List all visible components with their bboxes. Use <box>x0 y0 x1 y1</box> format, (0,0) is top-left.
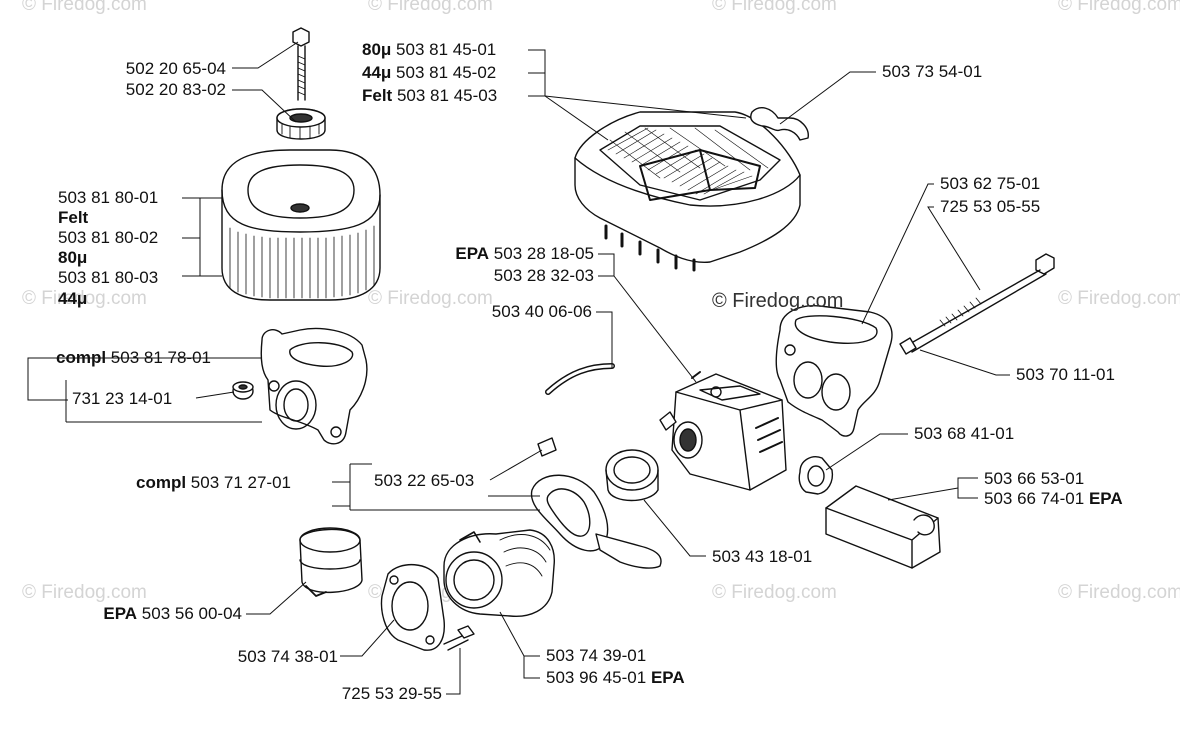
watermark: © Firedog.com <box>368 0 493 15</box>
choke-part <box>798 456 834 495</box>
flange-gasket-part <box>380 563 445 651</box>
long-bolt-part <box>899 253 1055 355</box>
part-label: 503 70 11-01 <box>1016 365 1115 384</box>
band-clamp-part <box>299 527 363 597</box>
part-label: 503 96 45-01 EPA <box>546 668 685 687</box>
part-label: 503 68 41-01 <box>914 424 1015 443</box>
rubber-ring-part <box>605 449 659 502</box>
part-label: 503 66 74-01 EPA <box>984 489 1123 508</box>
part-label: 80μ 503 81 45-01 <box>362 40 497 59</box>
watermark: © Firedog.com <box>22 582 147 603</box>
carburetor-elbow-part <box>260 327 368 445</box>
intake-boot-part <box>443 529 555 617</box>
part-label: 503 28 32-03 <box>493 266 594 285</box>
watermark: © Firedog.com <box>368 288 493 309</box>
air-filter-part <box>221 149 381 301</box>
part-label: 503 22 65-03 <box>374 471 475 490</box>
filter-cover-part <box>574 111 801 272</box>
watermark: © Firedog.com <box>1058 582 1180 603</box>
part-label: EPA 503 56 00-04 <box>103 604 242 623</box>
part-label: 503 43 18-01 <box>712 547 813 566</box>
small-screw-part <box>443 625 475 651</box>
part-label: 503 74 39-01 <box>546 646 647 665</box>
watermark: © Firedog.com <box>22 288 147 309</box>
part-label: 502 20 65-04 <box>125 59 226 78</box>
fuel-hose-part <box>545 363 615 395</box>
part-label: 725 53 29-55 <box>341 684 442 703</box>
part-label: 502 20 83-02 <box>125 80 226 99</box>
support-bracket-part <box>530 474 662 569</box>
part-label: 503 40 06-06 <box>491 302 592 321</box>
copyright-notice: © Firedog.com <box>712 290 844 312</box>
part-label: 503 81 80-02 <box>58 228 159 247</box>
part-label: compl 503 71 27-01 <box>136 473 291 492</box>
clip-part <box>537 437 557 457</box>
part-label: 503 66 53-01 <box>984 469 1085 488</box>
leader-lines <box>27 41 1010 695</box>
watermark: © Firedog.com <box>712 0 837 15</box>
throttle-part <box>825 485 941 569</box>
filter-nut-part <box>276 108 326 140</box>
part-label: 731 23 14-01 <box>72 389 173 408</box>
part-label: EPA 503 28 18-05 <box>455 244 594 263</box>
watermark: © Firedog.com <box>712 582 837 603</box>
part-label: 44μ <box>58 289 88 308</box>
part-label: 503 73 54-01 <box>882 62 983 81</box>
part-label: Felt <box>58 208 89 227</box>
small-nut-part <box>232 381 254 400</box>
watermark: © Firedog.com <box>1058 0 1180 15</box>
part-label: 503 81 80-03 <box>58 268 159 287</box>
part-label: 44μ 503 81 45-02 <box>362 63 497 82</box>
part-label: 503 62 75-01 <box>940 174 1041 193</box>
watermark: © Firedog.com <box>1058 288 1180 309</box>
part-label: Felt 503 81 45-03 <box>362 86 498 105</box>
screw-part <box>292 27 310 101</box>
intake-manifold-part <box>775 305 893 437</box>
part-label: 80μ <box>58 248 88 267</box>
watermark: © Firedog.com <box>22 0 147 15</box>
part-label: 503 74 38-01 <box>237 647 338 666</box>
part-label: compl 503 81 78-01 <box>56 348 211 367</box>
cover-gasket-part <box>750 107 809 141</box>
part-label: 503 81 80-01 <box>58 188 159 207</box>
carburetor-part <box>659 371 787 491</box>
part-label: 725 53 05-55 <box>940 197 1041 216</box>
